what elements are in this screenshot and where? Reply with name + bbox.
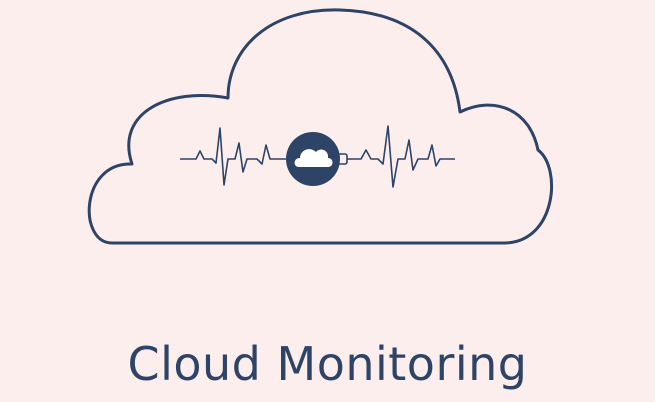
page-title: Cloud Monitoring (127, 337, 528, 391)
heartbeat-line-left (180, 127, 287, 186)
heartbeat-line-right (347, 125, 455, 188)
cloud-outline (87, 8, 554, 245)
cloud-badge-icon (286, 132, 340, 186)
